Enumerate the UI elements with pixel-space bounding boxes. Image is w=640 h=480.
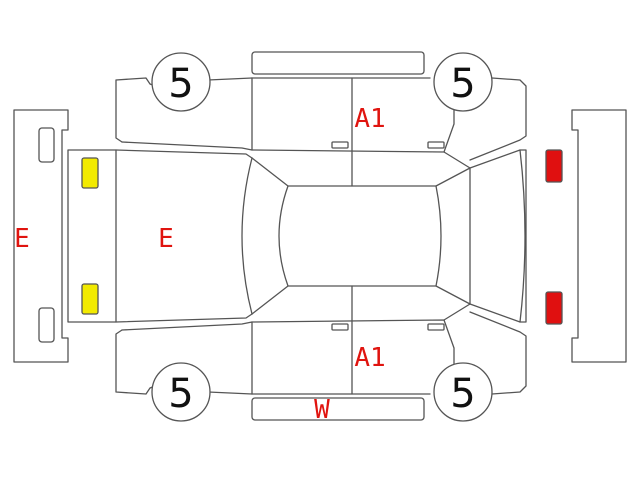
wheel-rear-right: 5 [433,362,493,422]
wheel-front-left-number: 5 [168,61,193,107]
front-bumper [13,109,69,363]
taillamp-bottom [545,291,563,325]
headlamp-bottom [81,283,99,315]
code-rocker-bottom: W [314,395,330,425]
car-top-view [67,149,527,323]
code-front-bumper: E [14,224,30,254]
wheel-front-left: 5 [151,52,211,112]
headlamp-top [81,157,99,189]
wheel-rear-left-number: 5 [168,371,193,417]
wheel-front-right-number: 5 [450,61,475,107]
wheel-rear-right-number: 5 [450,371,475,417]
rocker-panel-bottom [251,397,425,421]
wheel-front-right: 5 [433,52,493,112]
taillamp-top [545,149,563,183]
rear-bumper [571,109,627,363]
rocker-panel-top [251,51,425,75]
code-hood: E [158,224,174,254]
code-door-top: A1 [354,104,385,134]
side-panel-bottom [115,285,527,395]
code-door-bottom: A1 [354,343,385,373]
wheel-rear-left: 5 [151,362,211,422]
